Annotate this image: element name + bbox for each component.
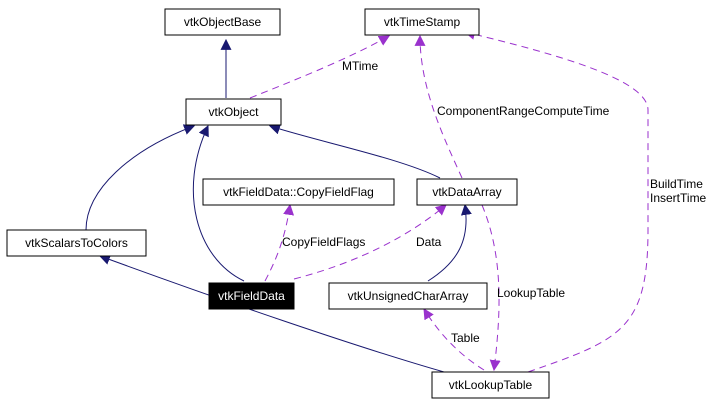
node-vtkobjectbase[interactable]: vtkObjectBase bbox=[164, 8, 281, 36]
edge-lookup-table bbox=[481, 204, 501, 372]
node-label: vtkLookupTable bbox=[449, 378, 533, 392]
node-vtkscalarstocolors[interactable]: vtkScalarsToColors bbox=[6, 229, 147, 257]
node-vtkobject[interactable]: vtkObject bbox=[185, 98, 282, 126]
edge-component-range-compute-time bbox=[414, 34, 463, 179]
label-table: Table bbox=[451, 331, 480, 345]
edge-mtime bbox=[249, 35, 390, 99]
node-label: vtkDataArray bbox=[432, 185, 501, 199]
label-data: Data bbox=[416, 235, 442, 249]
edge-copy-field-flags bbox=[264, 203, 295, 282]
label-lookup-table: LookupTable bbox=[497, 286, 565, 300]
node-vtkfielddata[interactable]: vtkFieldData bbox=[208, 282, 295, 310]
edge-build-insert-time bbox=[463, 28, 649, 373]
node-vtktimestamp[interactable]: vtkTimeStamp bbox=[364, 8, 480, 36]
node-label: vtkTimeStamp bbox=[384, 15, 461, 29]
label-copy-field-flags: CopyFieldFlags bbox=[282, 235, 365, 249]
node-label: vtkFieldData bbox=[218, 289, 285, 303]
node-label: vtkScalarsToColors bbox=[25, 236, 128, 250]
label-component-range-compute-time: ComponentRangeComputeTime bbox=[437, 104, 610, 118]
edge-labels: MTime ComponentRangeComputeTime BuildTim… bbox=[282, 59, 707, 345]
node-label: vtkFieldData::CopyFieldFlag bbox=[223, 185, 374, 199]
edge-vtkfielddata-to-vtkobject bbox=[192, 125, 245, 282]
node-vtklookuptable[interactable]: vtkLookupTable bbox=[431, 371, 550, 399]
node-label: vtkUnsignedCharArray bbox=[348, 289, 469, 303]
label-insert-time: InsertTime bbox=[650, 191, 707, 205]
edge-vtkunsignedchararray-to-vtkdataarray bbox=[427, 203, 472, 282]
edge-table bbox=[423, 308, 485, 371]
edge-vtkdataarray-to-vtkobject bbox=[268, 123, 441, 179]
node-vtkunsignedchararray[interactable]: vtkUnsignedCharArray bbox=[328, 282, 488, 310]
edge-vtklookuptable-to-vtkscalarstocolors bbox=[98, 254, 445, 373]
node-label: vtkObject bbox=[208, 105, 259, 119]
node-label: vtkObjectBase bbox=[184, 15, 262, 29]
usage-edges bbox=[249, 28, 649, 373]
inheritance-edges bbox=[85, 38, 472, 373]
label-build-time: BuildTime bbox=[650, 177, 703, 191]
label-mtime: MTime bbox=[342, 59, 379, 73]
edge-vtkscalarstocolors-to-vtkobject bbox=[85, 124, 196, 231]
node-vtkdataarray[interactable]: vtkDataArray bbox=[416, 178, 518, 206]
node-copyfieldflag[interactable]: vtkFieldData::CopyFieldFlag bbox=[202, 178, 395, 206]
